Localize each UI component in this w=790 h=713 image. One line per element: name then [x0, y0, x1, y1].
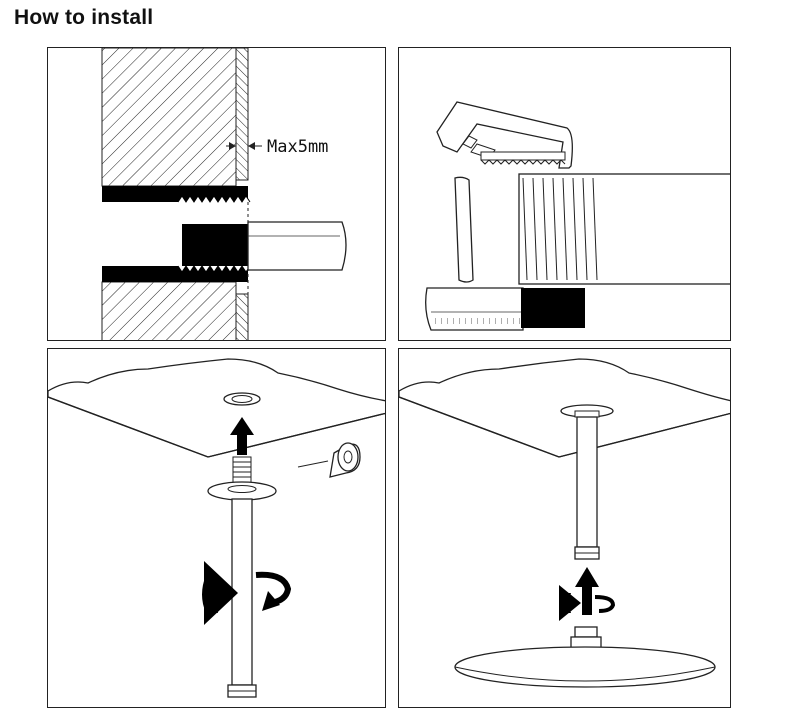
- pipe-upper-band: [102, 186, 248, 202]
- rotate-icon: [559, 585, 616, 621]
- fitting-block: [182, 224, 248, 266]
- max-depth-label: Max5mm: [267, 137, 328, 157]
- step-attach-ceiling-panel: [47, 348, 386, 708]
- arrow-up-icon: [575, 567, 599, 615]
- attach-ceiling-diagram: [48, 358, 385, 698]
- rotate-icon: [202, 561, 292, 625]
- wall-thread-diagram: Max5mm: [101, 48, 347, 340]
- attach-head-diagram: [399, 358, 730, 688]
- hacksaw-icon: [436, 101, 573, 169]
- wall-lower: [101, 281, 237, 340]
- wall-tile-upper: [235, 48, 249, 181]
- teflon-tape-icon: [297, 442, 361, 478]
- wall-upper: [101, 48, 237, 187]
- cut-piece: [454, 176, 474, 283]
- wall-tile-lower: [235, 293, 249, 340]
- head-connector: [574, 626, 598, 638]
- step-attach-head-panel: [398, 348, 731, 708]
- ceiling-plane: [48, 358, 385, 458]
- step-cut-pipe-panel: [398, 47, 731, 341]
- shower-arm: [576, 416, 598, 548]
- pipe-body: [518, 173, 730, 285]
- arrow-up-icon: [230, 417, 254, 455]
- pipe-lower-band: [102, 266, 248, 282]
- cut-pipe-diagram: [425, 101, 730, 331]
- page-title: How to install: [14, 6, 154, 29]
- fitting-block: [521, 288, 585, 328]
- step-wall-thread-panel: Max5mm: [47, 47, 386, 341]
- threaded-nipple: [232, 456, 252, 484]
